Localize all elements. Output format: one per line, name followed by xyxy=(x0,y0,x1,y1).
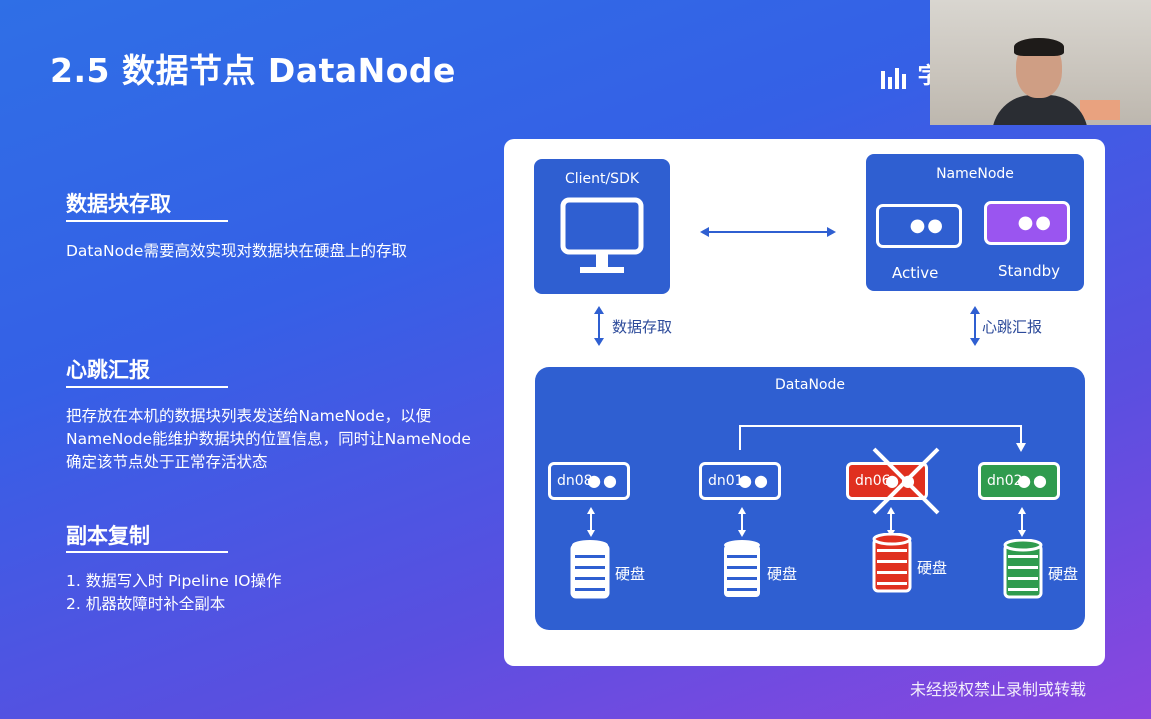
disk-label: 硬盘 xyxy=(1048,565,1079,583)
slide-title: 2.5 数据节点 DataNode xyxy=(50,51,456,90)
datanode-dn02: dn02 ●● xyxy=(978,462,1060,500)
datanode-label: DataNode xyxy=(775,377,845,393)
standby-label: Standby xyxy=(998,262,1061,280)
disk-icon-replica xyxy=(1003,539,1043,599)
vertical-arrow-icon xyxy=(738,507,746,537)
disk-label: 硬盘 xyxy=(615,565,646,583)
vertical-arrow-icon xyxy=(970,306,980,346)
active-namenode: ●● xyxy=(876,204,962,248)
section-title-replication: 副本复制 xyxy=(66,524,150,548)
vertical-arrow-icon xyxy=(594,306,604,346)
heartbeat-label: 心跳汇报 xyxy=(982,318,1043,336)
dots-icon: ●● xyxy=(1017,471,1049,490)
section-text-access: DataNode需要高效实现对数据块在硬盘上的存取 xyxy=(66,240,407,263)
section-line: NameNode能维护数据块的位置信息，同时让NameNode xyxy=(66,430,471,448)
disk-icon-failed xyxy=(872,533,912,593)
node-name: dn06 xyxy=(855,473,891,489)
datanode-dn06: dn06 ●● xyxy=(846,462,928,500)
node-name: dn02 xyxy=(987,473,1023,489)
datanode-dn01: dn01 ●● xyxy=(699,462,781,500)
diagram-panel: Client/SDK NameNode ●● ●● Active Standby xyxy=(504,139,1105,666)
section-divider xyxy=(66,551,228,553)
disk-icon xyxy=(570,540,610,599)
namenode-label: NameNode xyxy=(936,166,1014,182)
section-title-access: 数据块存取 xyxy=(66,192,171,216)
section-line: 把存放在本机的数据块列表发送给NameNode，以便 xyxy=(66,407,432,425)
section-text-heartbeat: 把存放在本机的数据块列表发送给NameNode，以便 NameNode能维护数据… xyxy=(66,405,471,474)
dots-icon: ●● xyxy=(909,215,945,236)
replication-arrow-icon xyxy=(739,425,1026,452)
monitor-icon xyxy=(560,197,644,273)
vertical-arrow-icon xyxy=(587,507,595,537)
disk-label: 硬盘 xyxy=(917,559,948,577)
vertical-arrow-icon xyxy=(1018,507,1026,537)
section-line: 1. 数据写入时 Pipeline IO操作 xyxy=(66,572,282,590)
disk-icon xyxy=(724,540,760,597)
section-line: DataNode需要高效实现对数据块在硬盘上的存取 xyxy=(66,242,407,260)
disk-label: 硬盘 xyxy=(767,565,798,583)
section-title-heartbeat: 心跳汇报 xyxy=(66,358,150,382)
client-sdk-box: Client/SDK xyxy=(534,159,670,294)
dots-icon: ●● xyxy=(1017,212,1053,233)
standby-namenode: ●● xyxy=(984,201,1070,245)
datanode-cluster: DataNode dn08 ●● dn01 ●● dn06 ●● xyxy=(535,367,1085,630)
namenode-box: NameNode ●● ●● Active Standby xyxy=(866,154,1084,291)
node-name: dn01 xyxy=(708,473,744,489)
section-text-replication: 1. 数据写入时 Pipeline IO操作 2. 机器故障时补全副本 xyxy=(66,570,282,616)
node-name: dn08 xyxy=(557,473,593,489)
data-access-label: 数据存取 xyxy=(612,318,673,336)
client-label: Client/SDK xyxy=(564,171,640,187)
webcam-feed xyxy=(930,0,1151,125)
datanode-dn08: dn08 ●● xyxy=(548,462,630,500)
active-label: Active xyxy=(892,264,939,282)
section-divider xyxy=(66,386,228,388)
section-line: 2. 机器故障时补全副本 xyxy=(66,595,226,613)
double-arrow-icon xyxy=(700,227,836,237)
section-divider xyxy=(66,220,228,222)
bar-logo-icon xyxy=(881,68,906,89)
watermark: 未经授权禁止录制或转载 xyxy=(910,680,1087,699)
cross-icon xyxy=(872,447,940,515)
dots-icon: ●● xyxy=(587,471,619,490)
section-line: 确定该节点处于正常存活状态 xyxy=(66,453,268,471)
dots-icon: ●● xyxy=(738,471,770,490)
